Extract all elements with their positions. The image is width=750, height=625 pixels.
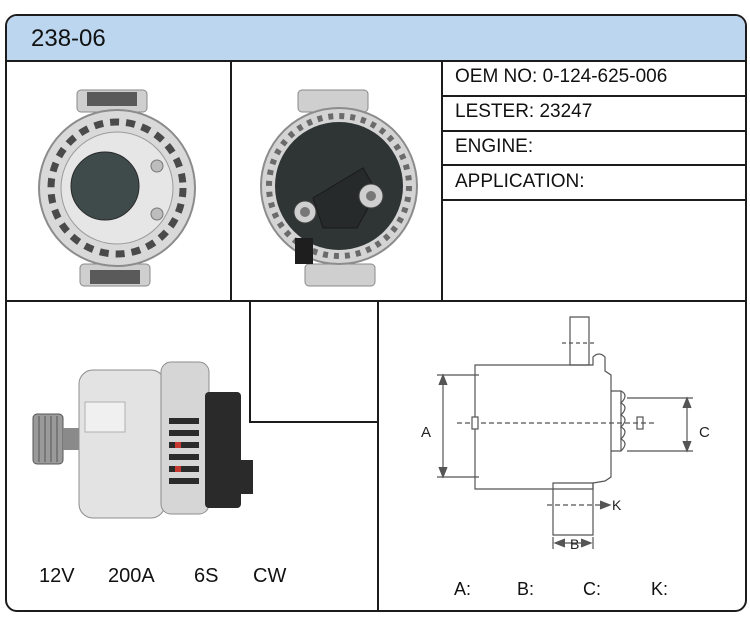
divider-top-bottom <box>7 300 745 302</box>
lester-row: LESTER: 23247 <box>455 101 592 123</box>
oem-label: OEM NO: <box>455 66 538 87</box>
engine-label: ENGINE: <box>455 136 534 157</box>
divider-images-info <box>441 62 443 302</box>
dim-a-label: A: <box>454 579 472 599</box>
divider-small-box-bottom <box>249 421 379 423</box>
oem-value: 0-124-625-006 <box>542 66 668 87</box>
divider-lester-engine <box>441 130 745 132</box>
divider-bottom-middle <box>377 302 379 610</box>
divider-front-rear <box>230 62 232 302</box>
dim-label-a: A <box>421 424 431 441</box>
dimension-diagram: A C K B <box>421 316 710 551</box>
dim-b-label: B: <box>517 579 535 599</box>
divider-small-box <box>249 302 251 423</box>
lester-label: LESTER: <box>455 101 535 122</box>
header-bar: 238-06 <box>7 16 745 62</box>
spec-rotation: CW <box>253 565 287 587</box>
dim-c-label: C: <box>583 579 601 599</box>
spec-amperage: 200A <box>108 565 155 587</box>
dim-label-k: K <box>612 497 622 513</box>
spec-voltage: 12V <box>39 565 75 587</box>
dim-label-c: C <box>699 424 710 441</box>
dim-label-b: B <box>570 536 579 551</box>
spec-pulley: 6S <box>194 565 219 587</box>
product-card: 238-06 OEM NO: 0-124-625-006 LESTER: 232… <box>5 14 747 612</box>
engine-row: ENGINE: <box>455 136 533 158</box>
divider-oem-lester <box>441 95 745 97</box>
alternator-rear-view-photo <box>260 89 418 287</box>
alternator-side-view-photo <box>32 361 253 519</box>
application-row: APPLICATION: <box>455 171 585 193</box>
divider-application-empty <box>441 199 745 201</box>
divider-engine-application <box>441 164 745 166</box>
application-label: APPLICATION: <box>455 171 585 192</box>
lester-value: 23247 <box>539 101 593 122</box>
dim-k-label: K: <box>651 579 669 599</box>
alternator-front-view-photo <box>38 89 196 287</box>
part-number-title: 238-06 <box>31 25 106 52</box>
oem-row: OEM NO: 0-124-625-006 <box>455 66 667 88</box>
